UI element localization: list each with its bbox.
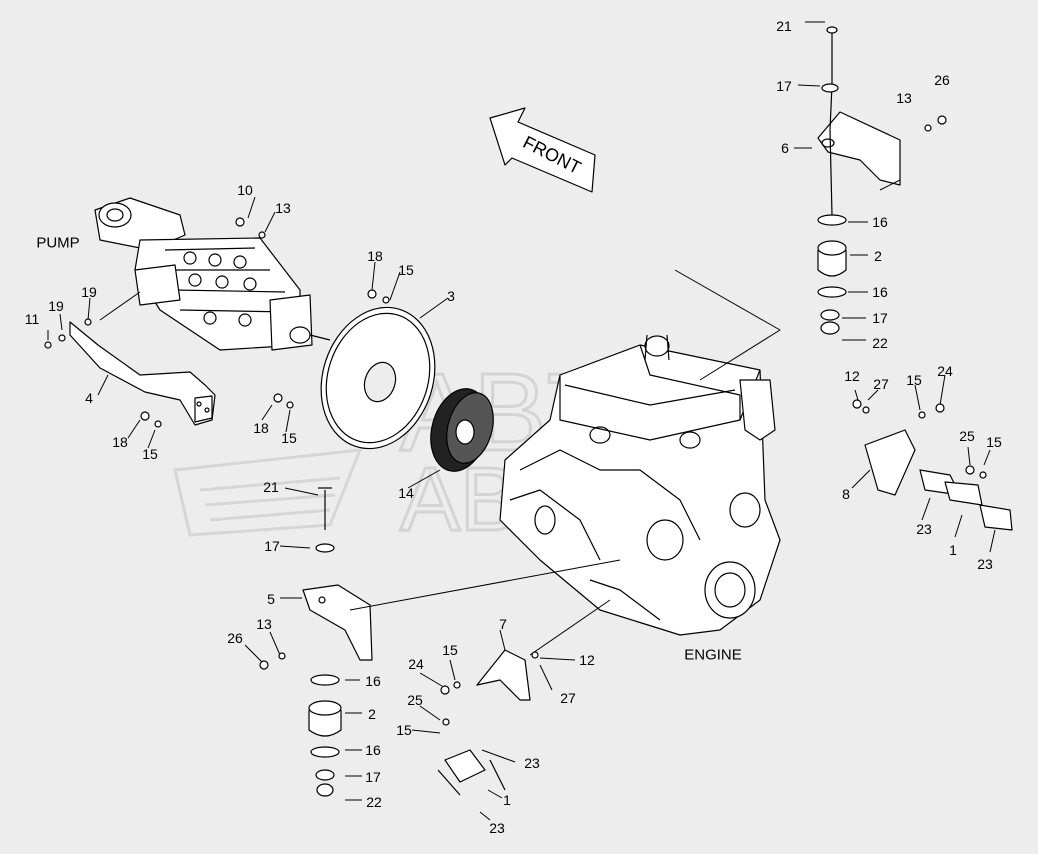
callout-15: 15 [442,642,458,658]
hardware-fasteners [44,115,987,726]
callout-12: 12 [844,368,860,384]
callout-13: 13 [256,616,272,632]
top-right-mount [817,26,847,335]
callout-12: 12 [579,652,595,668]
bottom-bracket [437,649,531,796]
callout-14: 14 [398,485,414,501]
coupling [430,388,494,472]
callout-16: 16 [872,214,888,230]
callout-25: 25 [407,692,423,708]
engine-title: ENGINE [684,646,742,664]
callout-23: 23 [489,820,505,836]
flywheel-plate [320,306,436,450]
callout-18: 18 [367,248,383,264]
callout-22: 22 [872,335,888,351]
left-engine-bracket [302,487,373,661]
callout-8: 8 [842,486,850,502]
callout-23: 23 [977,556,993,572]
callout-15: 15 [398,262,414,278]
callout-21: 21 [263,479,279,495]
callout-26: 26 [227,630,243,646]
callout-5: 5 [267,591,275,607]
callout-27: 27 [873,376,889,392]
callout-23: 23 [916,521,932,537]
left-mount [308,543,342,797]
callout-6: 6 [781,140,789,156]
callout-18: 18 [112,434,128,450]
callout-17: 17 [365,769,381,785]
callout-1: 1 [503,792,511,808]
callout-15: 15 [906,372,922,388]
callout-21: 21 [776,18,792,34]
callout-17: 17 [264,538,280,554]
pump-bracket [69,321,216,426]
callout-24: 24 [408,656,424,672]
callout-16: 16 [365,673,381,689]
callout-16: 16 [365,742,381,758]
right-side-bracket [864,429,1013,531]
engine-block [499,334,781,636]
callout-17: 17 [776,78,792,94]
callout-13: 13 [896,90,912,106]
callout-2: 2 [368,706,376,722]
callout-10: 10 [237,182,253,198]
callout-26: 26 [934,72,950,88]
callout-22: 22 [366,794,382,810]
callout-16: 16 [872,284,888,300]
callout-24: 24 [937,363,953,379]
callout-15: 15 [986,434,1002,450]
callout-27: 27 [560,690,576,706]
callout-4: 4 [85,390,93,406]
leader-lines [47,21,996,821]
callout-3: 3 [447,288,455,304]
front-arrow [489,107,596,193]
callout-15: 15 [281,430,297,446]
callout-2: 2 [874,248,882,264]
callout-7: 7 [499,616,507,632]
callout-15: 15 [142,446,158,462]
callout-19: 19 [81,284,97,300]
pump-title: PUMP [36,234,80,252]
callout-15: 15 [396,722,412,738]
callout-13: 13 [275,200,291,216]
callout-23: 23 [524,755,540,771]
callout-18: 18 [253,420,269,436]
callout-11: 11 [24,311,40,327]
pump-assembly [94,197,331,351]
callout-17: 17 [872,310,888,326]
top-right-bracket [817,111,901,186]
callout-25: 25 [959,428,975,444]
callout-1: 1 [949,542,957,558]
callout-19: 19 [48,298,64,314]
